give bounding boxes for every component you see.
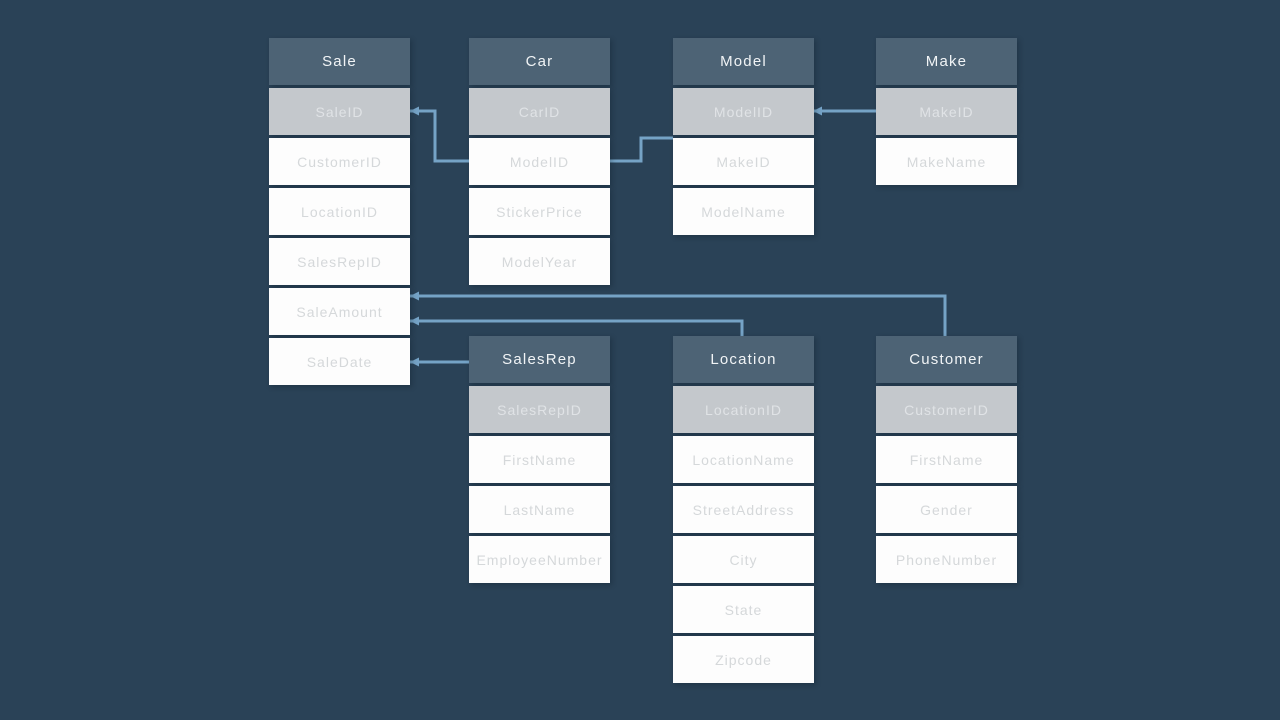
- field-row-sale-saledate: SaleDate: [269, 338, 410, 385]
- field-row-sale-saleid-primary-key: SaleID: [269, 88, 410, 135]
- field-row-salesrep-employeenumber: EmployeeNumber: [469, 536, 610, 583]
- field-row-location-zipcode: Zipcode: [673, 636, 814, 683]
- table-title-model: Model: [673, 38, 814, 85]
- relationship-line-car-modelid-to-model: [610, 136, 673, 163]
- field-row-car-modelid: ModelID: [469, 138, 610, 185]
- table-title-customer: Customer: [876, 336, 1017, 383]
- field-row-customer-firstname: FirstName: [876, 436, 1017, 483]
- field-row-customer-customerid-primary-key: CustomerID: [876, 386, 1017, 433]
- field-row-location-state: State: [673, 586, 814, 633]
- field-row-sale-saleamount: SaleAmount: [269, 288, 410, 335]
- field-row-salesrep-firstname: FirstName: [469, 436, 610, 483]
- relationship-line-sale-saleamount-to-location: [410, 319, 744, 337]
- field-row-car-stickerprice: StickerPrice: [469, 188, 610, 235]
- field-row-salesrep-lastname: LastName: [469, 486, 610, 533]
- relationship-arrowhead-sale-saleamount-to-location: [410, 316, 419, 326]
- field-row-sale-customerid: CustomerID: [269, 138, 410, 185]
- relationship-line-sale-saleamount-to-customer: [410, 294, 947, 337]
- field-row-model-modelid-primary-key: ModelID: [673, 88, 814, 135]
- field-row-model-modelname: ModelName: [673, 188, 814, 235]
- field-row-sale-salesrepid: SalesRepID: [269, 238, 410, 285]
- relationship-arrowhead-sale-saleamount-to-customer: [410, 291, 419, 301]
- field-row-location-locationid-primary-key: LocationID: [673, 386, 814, 433]
- field-row-customer-phonenumber: PhoneNumber: [876, 536, 1017, 583]
- field-row-location-streetaddress: StreetAddress: [673, 486, 814, 533]
- table-title-sale: Sale: [269, 38, 410, 85]
- table-title-salesrep: SalesRep: [469, 336, 610, 383]
- field-row-location-city: City: [673, 536, 814, 583]
- field-row-location-locationname: LocationName: [673, 436, 814, 483]
- field-row-make-makename: MakeName: [876, 138, 1017, 185]
- field-row-sale-locationid: LocationID: [269, 188, 410, 235]
- field-row-model-makeid: MakeID: [673, 138, 814, 185]
- field-row-customer-gender: Gender: [876, 486, 1017, 533]
- table-title-make: Make: [876, 38, 1017, 85]
- relationship-arrowhead-sale-saledate-to-salesrep: [410, 357, 419, 367]
- field-row-make-makeid-primary-key: MakeID: [876, 88, 1017, 135]
- field-row-car-modelyear: ModelYear: [469, 238, 610, 285]
- relationship-arrowhead-sale-saleid-to-car-modelid: [410, 106, 419, 116]
- field-row-car-carid-primary-key: CarID: [469, 88, 610, 135]
- relationship-line-sale-saleid-to-car-modelid: [410, 109, 469, 163]
- table-title-location: Location: [673, 336, 814, 383]
- relationship-arrowhead-make-makeid-to-model-modelid: [813, 106, 822, 116]
- field-row-salesrep-salesrepid-primary-key: SalesRepID: [469, 386, 610, 433]
- table-title-car: Car: [469, 38, 610, 85]
